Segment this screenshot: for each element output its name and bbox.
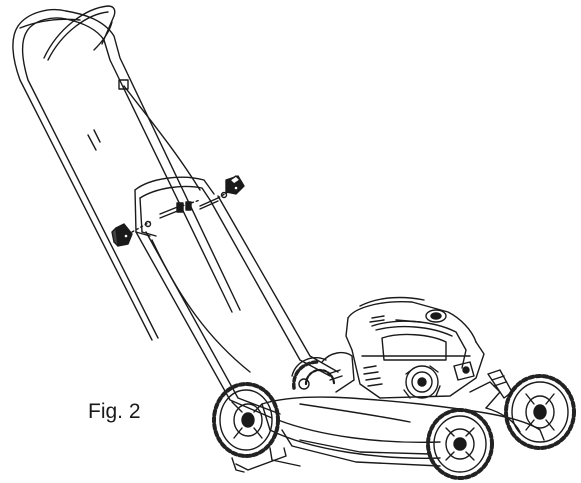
knob-right-icon (225, 175, 245, 195)
wheel-rear-right (291, 357, 327, 390)
bolt-right-icon (185, 197, 219, 211)
handle-hardware (111, 175, 245, 247)
upper-handle (12, 5, 241, 341)
wheel-front-left (426, 408, 494, 480)
lower-handle (134, 176, 339, 419)
knob-left-icon (111, 223, 133, 247)
wheel-rear-left (212, 382, 280, 458)
wheel-front-right (504, 374, 576, 450)
engine (321, 296, 485, 399)
figure-label: Fig. 2 (88, 400, 141, 423)
front-bumper (487, 369, 513, 399)
bolt-left-icon (159, 202, 184, 219)
